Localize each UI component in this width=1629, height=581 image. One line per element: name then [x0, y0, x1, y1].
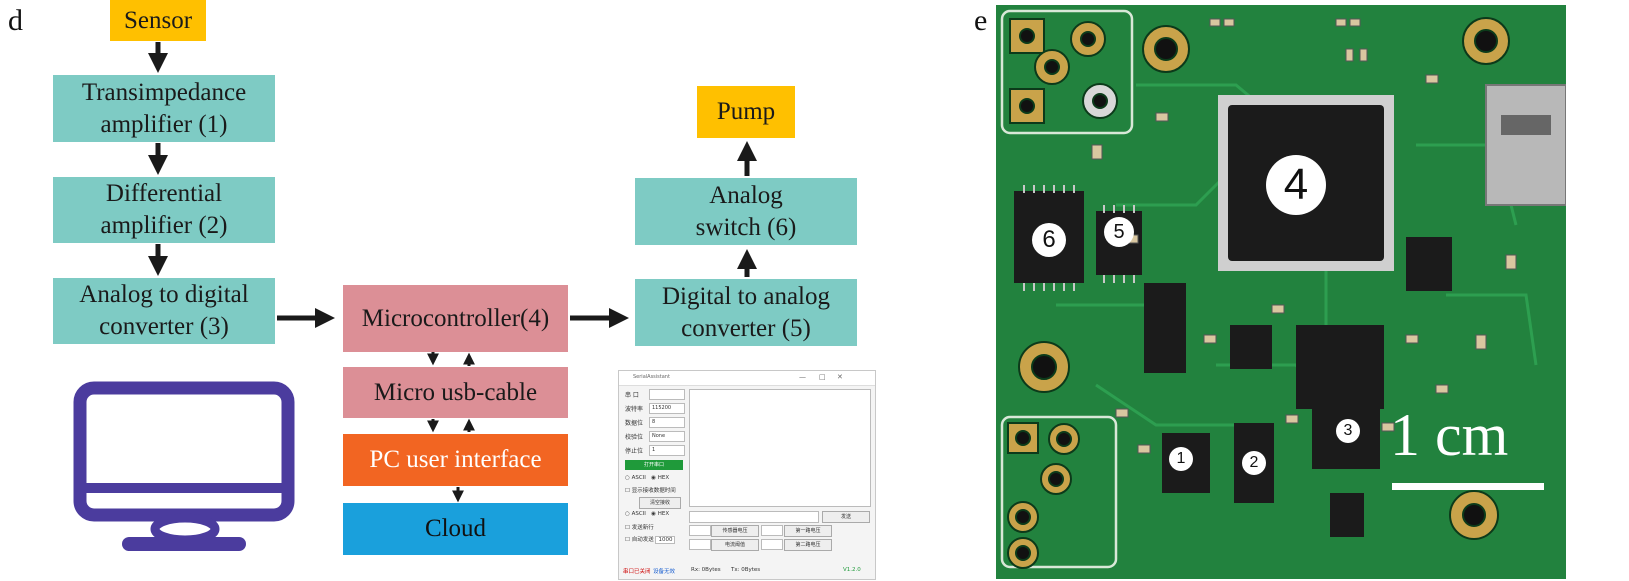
stopbits-select[interactable]: 1: [649, 445, 685, 456]
pcb-label-1: 1: [1169, 447, 1193, 471]
tx-ascii-label: ASCII: [631, 511, 646, 517]
send-button[interactable]: 发送: [822, 511, 870, 523]
rx-ascii-label: ASCII: [631, 475, 646, 481]
pcb-drawing: [996, 5, 1566, 579]
parity-row: 校验位 None: [625, 431, 685, 442]
send-newline-checkbox[interactable]: ☐ 发送新行: [625, 525, 654, 531]
scale-bar-label: 1 cm: [1390, 402, 1509, 468]
micro-usb-cable-node: Micro usb-cable: [343, 367, 568, 418]
version-label: V1.2.0: [843, 567, 861, 573]
baud-select[interactable]: 115200: [649, 403, 685, 414]
dac-node: Digital to analog converter (5): [635, 279, 857, 346]
value-field-a1[interactable]: [689, 525, 711, 536]
sensor-voltage-button[interactable]: 传感器电压: [711, 525, 759, 537]
sensor-node: Sensor: [110, 0, 206, 41]
differential-amplifier-node: Differential amplifier (2): [53, 177, 275, 243]
baud-label: 波特率: [625, 406, 644, 413]
baud-row: 波特率 115200: [625, 403, 685, 414]
port-select[interactable]: [649, 389, 685, 400]
databits-label: 数据位: [625, 420, 644, 427]
rx-hex-label: HEX: [657, 475, 670, 481]
auto-send-checkbox[interactable]: ☐ 自动发送 1000: [625, 535, 676, 544]
pump-node: Pump: [697, 86, 795, 138]
current-threshold-button[interactable]: 电流阈值: [711, 539, 759, 551]
channel-one-voltage-button[interactable]: 第一路电压: [784, 525, 832, 537]
databits-row: 数据位 8: [625, 417, 685, 428]
panel-e-letter: e: [974, 4, 988, 37]
pcb-label-2: 2: [1242, 451, 1266, 475]
send-input[interactable]: [689, 511, 819, 523]
rx-mode-row[interactable]: ○ ASCII ◉ HEX: [625, 475, 670, 481]
databits-select[interactable]: 8: [649, 417, 685, 428]
clear-rx-button[interactable]: 清空接收: [639, 497, 681, 509]
period-field[interactable]: 1000: [655, 536, 676, 544]
pc-user-interface-node: PC user interface: [343, 434, 568, 486]
close-icon[interactable]: ✕: [837, 373, 843, 381]
pcb-label-4: 4: [1266, 155, 1326, 215]
receive-area[interactable]: [689, 389, 871, 507]
cloud-node: Cloud: [343, 503, 568, 555]
minimize-icon[interactable]: —: [799, 373, 806, 381]
transimpedance-amplifier-node: Transimpedance amplifier (1): [53, 75, 275, 142]
status-port-closed: 串口已关闭: [623, 569, 651, 575]
port-row: 串 口: [625, 389, 685, 400]
show-time-checkbox[interactable]: ☐ 显示接收数据时间: [625, 488, 676, 494]
tx-mode-row[interactable]: ○ ASCII ◉ HEX: [625, 511, 670, 517]
value-field-a2[interactable]: [689, 539, 711, 550]
stopbits-row: 停止位 1: [625, 445, 685, 456]
parity-label: 校验位: [625, 434, 644, 441]
pcb-photo: 4 6 5 1 2 3 1 cm: [996, 5, 1566, 579]
stopbits-label: 停止位: [625, 448, 644, 455]
analog-switch-node: Analog switch (6): [635, 178, 857, 245]
auto-send-label: 自动发送: [631, 537, 654, 543]
value-field-b2[interactable]: [761, 539, 783, 550]
pcb-label-6: 6: [1032, 223, 1066, 257]
tx-hex-label: HEX: [657, 511, 670, 517]
parity-select[interactable]: None: [649, 431, 685, 442]
channel-two-voltage-button[interactable]: 第二路电压: [784, 539, 832, 551]
maximize-icon[interactable]: □: [819, 373, 826, 381]
open-port-button[interactable]: 打开串口: [625, 460, 683, 470]
scale-bar: [1392, 483, 1544, 490]
value-field-b1[interactable]: [761, 525, 783, 536]
window-title: SerialAssistant: [633, 374, 670, 380]
send-newline-label: 发送新行: [631, 525, 654, 531]
pcb-label-3: 3: [1336, 419, 1360, 443]
tx-count: Tx: 0Bytes: [731, 567, 761, 573]
status-device-invalid: 设备无效: [653, 569, 676, 575]
pcb-label-5: 5: [1104, 217, 1134, 247]
serial-assistant-window: SerialAssistant — □ ✕ 串 口 波特率 115200 数据位 8…: [618, 370, 876, 580]
show-time-label: 显示接收数据时间: [631, 488, 676, 494]
port-label: 串 口: [625, 392, 639, 399]
adc-node: Analog to digital converter (3): [53, 278, 275, 344]
microcontroller-node: Microcontroller(4): [343, 285, 568, 352]
window-titlebar: SerialAssistant — □ ✕: [619, 371, 875, 386]
computer-monitor-icon: [73, 381, 295, 551]
rx-count: Rx: 0Bytes: [691, 567, 721, 573]
panel-d-letter: d: [8, 4, 23, 37]
